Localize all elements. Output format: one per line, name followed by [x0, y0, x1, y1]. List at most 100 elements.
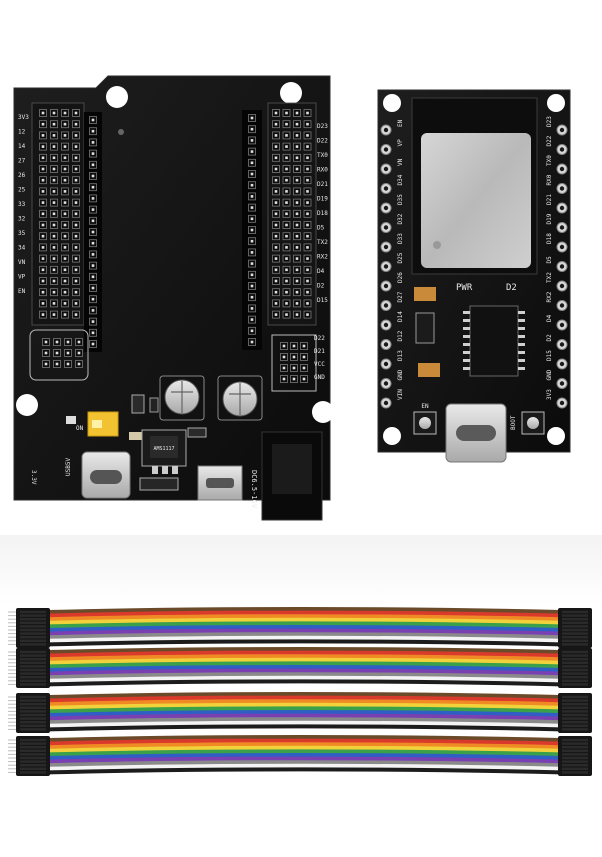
header-socket — [248, 259, 256, 268]
wire — [47, 760, 561, 768]
pin — [293, 165, 301, 173]
pin-hole — [556, 339, 568, 350]
pin — [290, 353, 298, 361]
pin — [39, 209, 47, 218]
devkit-left-labels: VINGNDD13D12D14D27D26D25D33D32D35D34VNVP… — [397, 119, 404, 400]
dc-barrel-jack: DC6.5-16V — [250, 431, 323, 521]
pin — [61, 288, 69, 297]
pin-label: 27 — [18, 158, 26, 165]
module-label: AMS1117 — [153, 446, 174, 452]
pin — [282, 265, 291, 274]
pin — [72, 288, 80, 297]
pin — [39, 165, 47, 173]
pin — [300, 364, 308, 372]
pin — [39, 176, 47, 185]
pin-label: D32 — [397, 213, 404, 224]
mounting-hole — [547, 427, 565, 445]
pin — [282, 209, 291, 218]
pin-hole — [556, 300, 568, 311]
pin — [293, 109, 301, 117]
pin-label: D18 — [317, 210, 328, 217]
pin — [293, 299, 301, 308]
pin — [272, 299, 280, 308]
pin — [293, 198, 301, 207]
pin — [61, 299, 69, 308]
pin — [50, 165, 58, 173]
header-socket — [248, 125, 256, 134]
pin — [282, 221, 291, 229]
pin-hole — [380, 124, 392, 136]
wire — [47, 675, 561, 683]
pin — [72, 198, 80, 207]
header-socket — [89, 127, 97, 136]
pin-label: D22 — [314, 335, 325, 342]
pin — [50, 310, 58, 319]
header-socket — [248, 192, 256, 201]
pin-label: D34 — [397, 174, 404, 185]
pin — [61, 176, 69, 185]
pin-label: TX0 — [546, 155, 553, 166]
header-socket — [248, 114, 256, 122]
pin-label: TX2 — [317, 239, 328, 246]
pin — [272, 165, 280, 173]
pin-label: 3V3 — [546, 389, 553, 400]
pin-hole — [380, 241, 392, 253]
pin-label: D26 — [397, 272, 404, 283]
wire — [47, 717, 561, 725]
pin-hole — [556, 124, 568, 136]
pin — [50, 288, 58, 297]
pin-label: 3V3 — [18, 114, 29, 121]
header-socket — [248, 304, 256, 313]
wire — [47, 668, 561, 676]
pin — [272, 277, 280, 285]
header-socket — [89, 284, 97, 292]
pin — [282, 142, 291, 151]
pin — [42, 360, 50, 368]
wire — [47, 617, 561, 625]
wire-bundle — [8, 607, 592, 648]
pin — [39, 310, 47, 319]
pin-hole — [556, 397, 568, 409]
pin-label: TX2 — [546, 272, 553, 283]
pin-label: 14 — [18, 143, 26, 150]
header-socket — [248, 282, 256, 290]
pin — [303, 209, 312, 218]
mounting-hole — [547, 94, 565, 112]
boot-button: BOOT — [510, 411, 545, 435]
pin-label: RX0 — [546, 174, 553, 185]
pin-label: D33 — [397, 233, 404, 244]
pin — [272, 288, 280, 297]
header-socket — [248, 170, 256, 178]
pin — [300, 342, 308, 350]
pin — [39, 254, 47, 263]
pin-label: VN — [18, 259, 26, 266]
pin-label: D27 — [397, 291, 404, 302]
pin — [280, 375, 288, 383]
smd-component — [415, 312, 435, 344]
pin — [50, 187, 58, 196]
pin — [39, 288, 47, 297]
wire — [47, 706, 561, 714]
pin-label: GND — [546, 369, 553, 380]
header-socket — [248, 270, 256, 279]
pin-label: D5 — [317, 225, 325, 232]
pin-label: EN — [18, 288, 26, 295]
pin — [293, 288, 301, 297]
pin-hole — [556, 222, 568, 233]
pin — [303, 165, 312, 173]
pin — [50, 265, 58, 274]
pin — [72, 187, 80, 196]
pin — [303, 254, 312, 263]
pin — [272, 221, 280, 229]
pin — [280, 364, 288, 372]
devkit-left-pins — [380, 124, 392, 409]
pin-label: D15 — [546, 350, 553, 361]
wire — [47, 665, 561, 672]
pin — [293, 153, 301, 162]
pin-label: GND — [314, 374, 325, 381]
pin-label: 35 — [18, 230, 26, 237]
pin — [293, 232, 301, 241]
pin — [50, 277, 58, 285]
pin-label: VP — [18, 274, 26, 281]
